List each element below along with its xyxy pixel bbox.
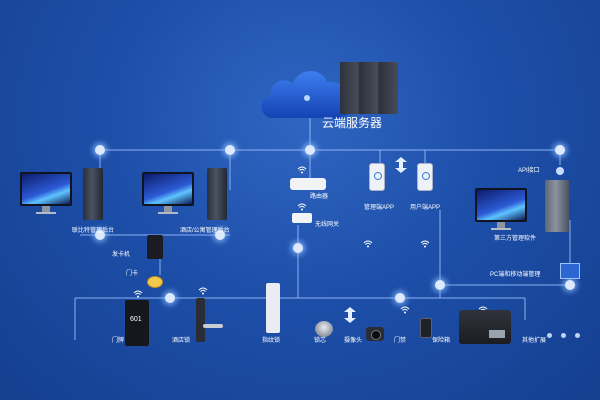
extension-dot: [547, 333, 552, 338]
lock-cylinder-label: 锁芯: [314, 338, 327, 344]
wifi-icon: [400, 306, 410, 314]
fingerprint-lock: [266, 283, 280, 333]
pc-mobile-mgmt-label: PC端和移动端管理: [490, 272, 541, 278]
wifi-icon: [363, 240, 373, 248]
wifi-icon: [297, 166, 307, 174]
wifi-icon: [297, 203, 307, 211]
camera: [366, 327, 384, 341]
cloud-server: [340, 62, 398, 114]
hq-tower: [83, 168, 103, 220]
hub-node-icon: [165, 293, 175, 303]
hotel-backend-label: 酒店/公寓管理后台: [180, 228, 230, 234]
door-card-label: 门卡: [126, 271, 139, 277]
hotel-tower: [207, 168, 227, 220]
cloud-server-label: 云端服务器: [322, 116, 383, 130]
cloud-icon: [261, 70, 349, 118]
bidirectional-arrow-icon: [395, 157, 407, 173]
wifi-icon: [133, 290, 143, 298]
hub-node-icon: [95, 145, 105, 155]
hub-node-icon: [435, 280, 445, 290]
hq-monitor: [20, 172, 72, 214]
api-node-icon: [556, 167, 564, 175]
hub-node-icon: [305, 145, 315, 155]
hotel-lock: [196, 298, 205, 342]
hq-backend-label: 联比特管理后台: [72, 228, 115, 234]
access-control-label: 门禁: [394, 338, 407, 344]
user-app-label: 用户端APP: [410, 205, 441, 211]
user-app-phone: [417, 163, 433, 191]
hub-node-icon: [225, 145, 235, 155]
safe: [459, 310, 511, 344]
door-card: [147, 276, 163, 288]
door-number: 601: [130, 316, 142, 323]
card-issuer-label: 发卡机: [112, 252, 131, 258]
gateway-label: 无线网关: [315, 222, 340, 228]
safe-label: 保险箱: [432, 338, 451, 344]
hub-node-icon: [395, 293, 405, 303]
router: [290, 178, 326, 190]
hub-node-icon: [215, 230, 225, 240]
mgmt-app-phone: [369, 163, 385, 191]
bidirectional-arrow-icon: [344, 307, 356, 323]
third-party-label: 第三方管理软件: [494, 236, 537, 242]
wireless-gateway: [292, 213, 312, 223]
fingerprint-lock-label: 指纹锁: [262, 338, 281, 344]
lock-cylinder: [315, 321, 333, 337]
camera-label: 摄像头: [344, 338, 363, 344]
door-sign: 601: [125, 300, 149, 346]
hotel-lock-label: 酒店锁: [172, 338, 191, 344]
hub-node-icon: [95, 230, 105, 240]
third-party-tower: [545, 180, 569, 232]
api-label: API接口: [518, 168, 540, 174]
card-issuer: [147, 235, 163, 259]
router-label: 路由器: [310, 194, 329, 200]
hub-node-icon: [293, 243, 303, 253]
hotel-lock-handle: [203, 324, 223, 328]
wifi-icon: [420, 240, 430, 248]
wifi-icon: [198, 287, 208, 295]
more-ext-label: 其他扩展: [522, 338, 547, 344]
door-sign-label: 门牌: [112, 338, 125, 344]
hub-node-icon: [555, 145, 565, 155]
hotel-monitor: [142, 172, 194, 214]
hub-node-icon: [565, 280, 575, 290]
mgmt-panel-icon: [560, 263, 580, 279]
mgmt-app-label: 管理端APP: [364, 205, 395, 211]
third-party-monitor: [475, 188, 527, 230]
extension-dot: [575, 333, 580, 338]
extension-dot: [561, 333, 566, 338]
access-control: [420, 318, 432, 338]
